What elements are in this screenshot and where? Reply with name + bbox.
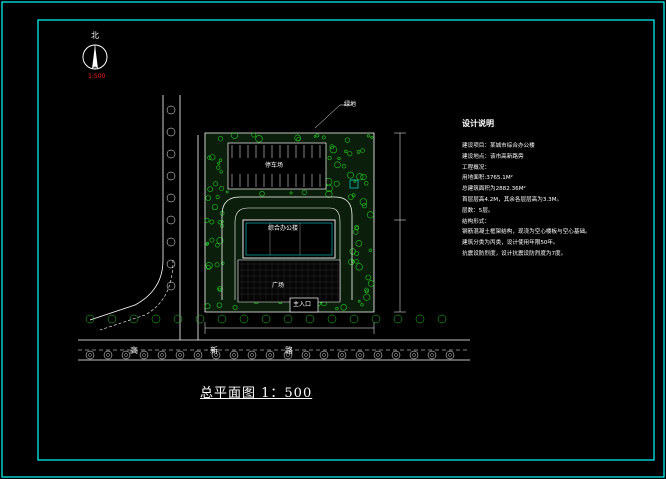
note-line: 建设地点：该市高新路旁: [462, 153, 524, 160]
compass-scale: 1:500: [88, 73, 106, 80]
note-line: 钢筋混凝土框架结构，现浇为空心楼板与空心基础。: [462, 229, 591, 236]
road-char-1: 高: [130, 346, 138, 355]
side-road-left: [89, 95, 164, 321]
label-building: 综合办公楼: [268, 225, 299, 232]
note-line: 工程概况：: [462, 164, 490, 171]
road-char-2: 新: [210, 346, 218, 355]
north-label: 北: [91, 31, 99, 40]
note-line: 层数：5层。: [462, 207, 494, 214]
notes-heading: 设计说明: [462, 119, 494, 128]
note-line: 抗震设防烈度，设计抗震设防烈度为7度。: [462, 250, 567, 257]
north-arrow-icon: [82, 44, 108, 70]
label-parking: 停车场: [265, 162, 284, 169]
driveway: [221, 196, 353, 300]
plaza-paving: [240, 262, 339, 300]
street-trees: [85, 105, 455, 360]
label-plaza: 广场: [272, 282, 285, 289]
design-notes: 设计说明 建设项目：某城市综合办公楼 建设地点：该市高新路旁 工程概况： 用地面…: [462, 118, 652, 260]
road-char-3: 路: [285, 346, 293, 355]
note-line: 用地面积:3765.1M²: [462, 175, 513, 182]
parking-lot: [227, 142, 327, 190]
note-line: 建设项目：某城市综合办公楼: [462, 143, 535, 149]
entrance-gate: [289, 297, 319, 313]
note-line: 总建筑面积为2882.36M²: [462, 186, 526, 193]
inner-frame: [37, 19, 655, 461]
parking-stripes: [231, 145, 321, 187]
label-entrance: 主入口: [293, 301, 312, 308]
office-building: [242, 219, 336, 259]
drawing-title: 总平面图 1：500: [200, 386, 313, 401]
note-line: 建筑分类为丙类，设计使用年限50年。: [462, 240, 559, 247]
note-line: 结构形式：: [462, 218, 490, 225]
note-line: 首层层高4.2M，其余各层层高为3.3M。: [462, 196, 563, 203]
label-green: 绿地: [344, 101, 357, 108]
plaza: [237, 259, 341, 303]
